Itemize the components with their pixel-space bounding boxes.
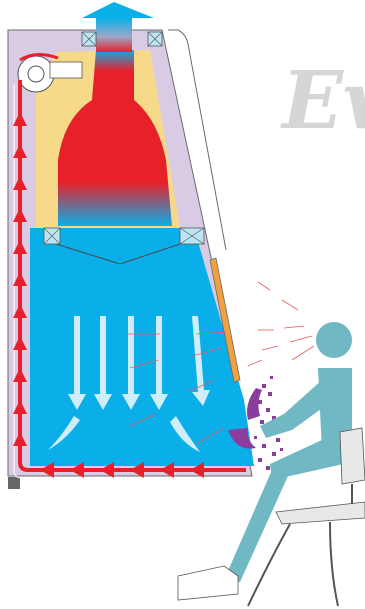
curved-arrow-right-icon (170, 416, 200, 452)
filter-box-top-left (81, 31, 97, 47)
aerosol-plume (247, 388, 262, 420)
sash-glass-outline (168, 29, 227, 251)
recirculation-inner-line (13, 84, 250, 479)
chair-seat (275, 501, 365, 525)
operator-thigh (270, 440, 352, 478)
watermark-text: Ev (280, 53, 365, 147)
chair-leg-back (329, 521, 339, 607)
inflow-swirl-icon (228, 428, 256, 449)
operator-shoe (177, 565, 239, 601)
filter-box-top-right (147, 31, 163, 47)
exhaust-arrow-icon (82, 2, 154, 18)
recirculation-up-arrows (13, 112, 27, 446)
diffuser-plate (55, 243, 181, 265)
work-zone (30, 228, 254, 466)
operator-arm (260, 380, 328, 438)
filter-box-bottom-right (179, 227, 205, 245)
exhaust-plume (58, 50, 172, 226)
light-lines (128, 281, 315, 445)
cabinet-foot (8, 477, 20, 489)
operator-figure (224, 322, 352, 582)
operator-head (316, 322, 352, 358)
chair-back (339, 427, 365, 485)
operator-lower-leg (224, 470, 288, 582)
exhaust-chimney (96, 18, 132, 52)
recirculation-left-arrows (40, 462, 204, 478)
chair-leg-front (247, 523, 291, 607)
sash-panel (209, 257, 241, 383)
curved-arrow-left-icon (48, 416, 80, 450)
fan-icon (17, 53, 83, 93)
chair (247, 427, 365, 607)
downflow-arrows (68, 316, 210, 410)
recirculation-duct (18, 80, 246, 472)
filter-box-bottom-left (43, 227, 61, 245)
